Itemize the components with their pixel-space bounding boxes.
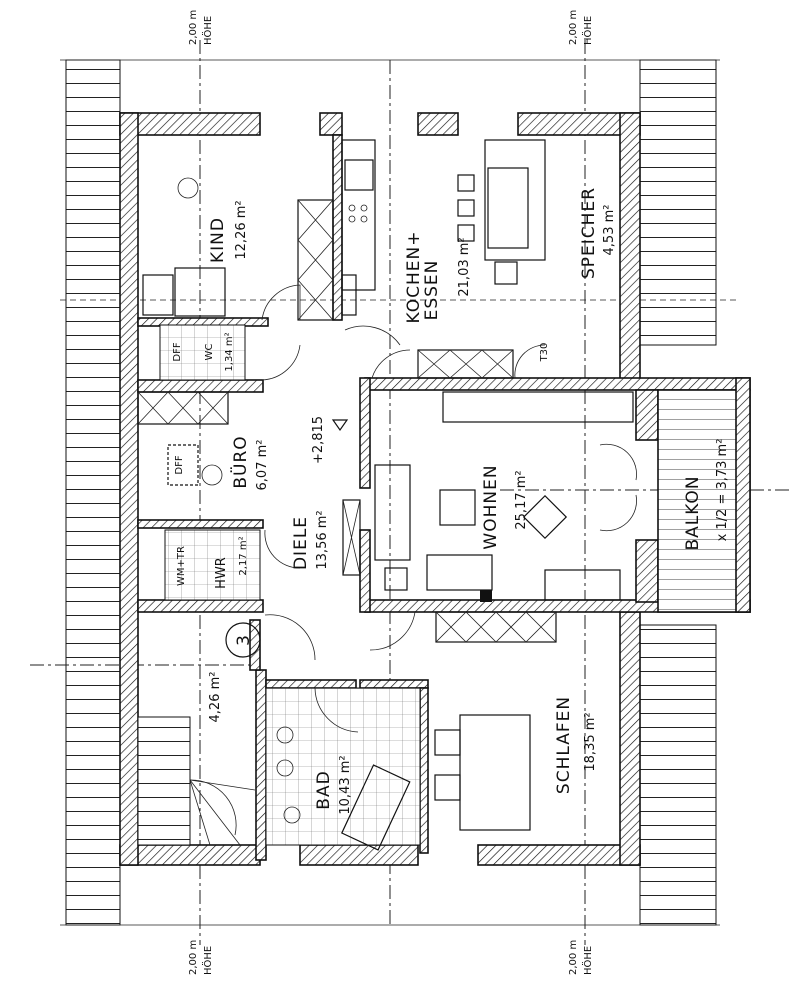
- room-area-diele: 13,56 m²: [315, 510, 330, 569]
- room-area-wohnen: 25,17 m²: [514, 470, 529, 529]
- height-value: 2,00 m: [188, 10, 199, 45]
- unit-number-circle: [225, 622, 261, 658]
- doors: [261, 284, 637, 733]
- wet-rooms: [159, 324, 421, 851]
- buero-tag: DFF: [174, 455, 185, 474]
- room-name-essen: ESSEN: [422, 260, 442, 321]
- room-name-kind: KIND: [208, 217, 228, 263]
- room-name-kochen: KOCHEN+: [404, 231, 424, 324]
- balcony: [657, 377, 751, 613]
- room-name-diele: DIELE: [291, 516, 311, 570]
- room-area-balkon: x 1/2 = 3,73 m²: [715, 439, 730, 542]
- level-marker-icon: [331, 419, 349, 432]
- furniture: [142, 139, 621, 831]
- room-name-balkon: BALKON: [683, 475, 703, 550]
- room-area-schlafen: 18,35 m²: [583, 712, 598, 771]
- door-tag-t30: T30: [539, 343, 550, 363]
- walls: [119, 112, 751, 866]
- unit-number: 3: [234, 634, 254, 646]
- room-area-kind: 12,26 m²: [234, 200, 249, 259]
- room-name-speicher: SPEICHER: [579, 187, 599, 279]
- hwr-tag: WM+TR: [176, 546, 187, 586]
- room-area-wc: 1,34 m²: [224, 332, 235, 371]
- height-labels: 2,00 m HÖHE 2,00 m HÖHE 2,00 m HÖHE 2,00…: [188, 10, 594, 975]
- room-area-stair-hall: 4,26 m²: [208, 672, 223, 723]
- room-name-hwr: HWR: [214, 557, 229, 589]
- height-label: HÖHE: [581, 946, 594, 975]
- room-area-bad: 10,43 m²: [338, 755, 353, 814]
- room-name-bad: BAD: [314, 770, 334, 809]
- room-name-wohnen: WOHNEN: [481, 464, 501, 549]
- staircase: [137, 716, 256, 846]
- room-labels: KIND 12,26 m² KOCHEN+ ESSEN 21,03 m² SPE…: [172, 187, 730, 815]
- height-value: 2,00 m: [568, 940, 579, 975]
- room-name-schlafen: SCHLAFEN: [554, 696, 574, 794]
- wc-tag: DFF: [172, 342, 183, 361]
- room-name-wc: WC: [204, 344, 215, 361]
- height-label: HÖHE: [201, 16, 214, 45]
- floor-level: +2,815: [311, 416, 326, 464]
- height-value: 2,00 m: [188, 940, 199, 975]
- height-label: HÖHE: [581, 16, 594, 45]
- room-area-hwr: 2,17 m²: [238, 536, 249, 575]
- room-area-speicher: 4,53 m²: [602, 205, 617, 256]
- height-label: HÖHE: [201, 946, 214, 975]
- height-value: 2,00 m: [568, 10, 579, 45]
- room-name-buero: BÜRO: [229, 435, 251, 488]
- roof-tiles: [60, 59, 720, 926]
- room-area-kochen: 21,03 m²: [457, 237, 472, 296]
- room-area-buero: 6,07 m²: [255, 440, 270, 491]
- kitchen-units: [137, 139, 634, 643]
